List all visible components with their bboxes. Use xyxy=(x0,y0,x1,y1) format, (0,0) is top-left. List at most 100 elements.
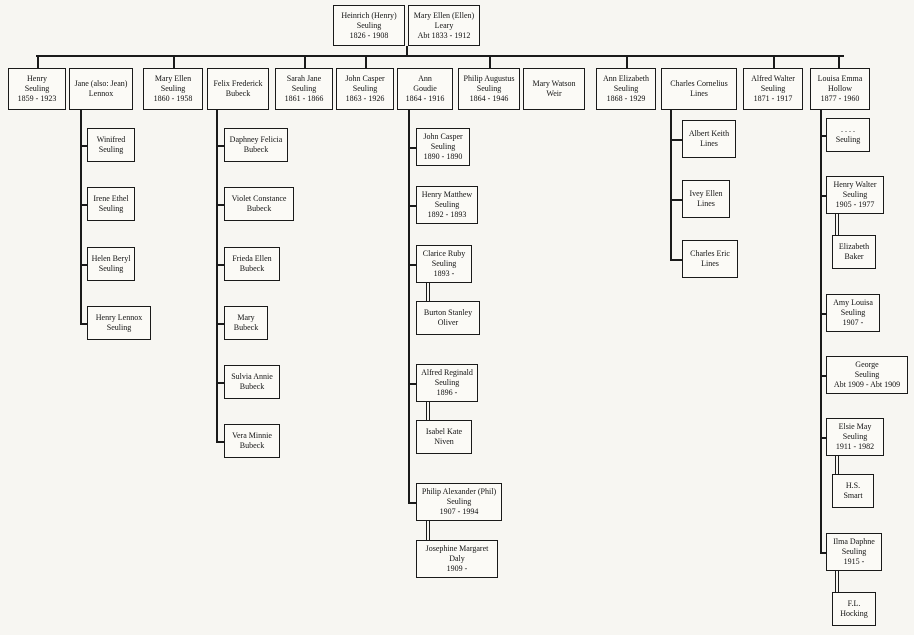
person-name: Mary Watson xyxy=(532,79,576,88)
person-dates: 1909 - xyxy=(446,564,468,573)
child-drop-line xyxy=(365,55,367,68)
branch-line xyxy=(408,264,416,266)
person-dates: 1893 - xyxy=(433,269,455,278)
person-name: Henry xyxy=(27,74,47,83)
person-name: Sarah Jane xyxy=(286,74,322,83)
person-surname: Lines xyxy=(697,199,715,208)
marriage-link xyxy=(835,214,839,235)
branch-line xyxy=(408,502,416,504)
person-surname: Seuling xyxy=(431,259,457,268)
person-dates: 1863 - 1926 xyxy=(345,94,385,103)
person-dates: 1868 - 1929 xyxy=(606,94,646,103)
person-dates: 1826 - 1908 xyxy=(349,30,389,40)
family-descent-line xyxy=(216,110,218,442)
person-name: Elizabeth xyxy=(838,242,870,251)
person-name: Louisa Emma xyxy=(817,74,863,83)
person-surname: Lines xyxy=(700,139,718,148)
branch-line xyxy=(408,147,416,149)
person-surname: Bubeck xyxy=(233,323,259,332)
person-surname: Seuling xyxy=(760,84,786,93)
branch-line xyxy=(670,259,682,261)
child-drop-line xyxy=(304,55,306,68)
person-surname: Seuling xyxy=(160,84,186,93)
person-surname: Seuling xyxy=(434,378,460,387)
person-dates: 1864 - 1946 xyxy=(469,94,509,103)
person-name: Jane (also: Jean) xyxy=(74,79,128,88)
child-drop-line xyxy=(37,55,39,68)
person-surname: Seuling xyxy=(841,547,867,556)
person-surname: Seuling xyxy=(476,84,502,93)
person-surname: Weir xyxy=(546,89,562,98)
person-name: John Casper xyxy=(423,132,463,141)
person-name: Burton Stanley xyxy=(423,308,473,317)
branch-line xyxy=(408,205,416,207)
branch-line xyxy=(820,552,826,554)
person-name: Albert Keith xyxy=(688,129,730,138)
person-name: Heinrich (Henry) xyxy=(341,10,397,20)
person-surname: Seuling xyxy=(434,200,460,209)
person-name: . . . . xyxy=(841,125,855,134)
branch-line xyxy=(216,264,224,266)
person-surname: Seuling xyxy=(835,135,861,144)
person-dates: 1892 - 1893 xyxy=(427,210,467,219)
person-surname: Hollow xyxy=(828,84,852,93)
person-name: Ann xyxy=(418,74,432,83)
branch-line xyxy=(216,382,224,384)
person-name: Ilma Daphne xyxy=(833,537,875,546)
person-name: Ivey Ellen xyxy=(689,189,723,198)
person-name: Isabel Kate xyxy=(425,427,463,436)
person-name: Daphney Felicia xyxy=(229,135,283,144)
person-name: John Casper xyxy=(345,74,385,83)
person-surname: Seuling xyxy=(352,84,378,93)
person-mary-ellen-leary: Mary Ellen (Ellen) Leary Abt 1833 - 1912 xyxy=(408,5,480,46)
person-surname: Seuling xyxy=(842,432,868,441)
person-name: Clarice Ruby xyxy=(422,249,466,258)
person-dates: 1859 - 1923 xyxy=(17,94,57,103)
person-name: Mary Ellen xyxy=(154,74,192,83)
branch-line xyxy=(820,313,826,315)
person-dates: 1907 - xyxy=(842,318,864,327)
branch-line xyxy=(820,195,826,197)
marriage-link xyxy=(426,283,430,301)
person-unknown: . . . .Seuling xyxy=(826,118,870,152)
branch-line xyxy=(80,204,87,206)
branch-line xyxy=(216,323,224,325)
branch-line xyxy=(216,441,224,443)
family-descent-line xyxy=(820,110,822,553)
person-name: Winifred xyxy=(96,135,126,144)
branch-line xyxy=(216,145,224,147)
person-surname: Hocking xyxy=(840,609,868,618)
person-surname: Seuling xyxy=(291,84,317,93)
person-surname: Seuling xyxy=(446,497,472,506)
marriage-link xyxy=(426,402,430,420)
person-dates: 1860 - 1958 xyxy=(153,94,193,103)
person-name: Ann Elizabeth xyxy=(603,74,649,83)
branch-line xyxy=(670,139,682,141)
branch-line xyxy=(80,264,87,266)
person-name: Elsie May xyxy=(838,422,872,431)
person-name: Irene Ethel xyxy=(93,194,129,203)
family-descent-line xyxy=(670,110,672,260)
branch-line xyxy=(80,145,87,147)
branch-line xyxy=(408,383,416,385)
root-descent-line xyxy=(406,46,408,56)
person-name: Helen Beryl xyxy=(91,254,131,263)
child-drop-line xyxy=(173,55,175,68)
person-name: Alfred Reginald xyxy=(421,368,473,377)
